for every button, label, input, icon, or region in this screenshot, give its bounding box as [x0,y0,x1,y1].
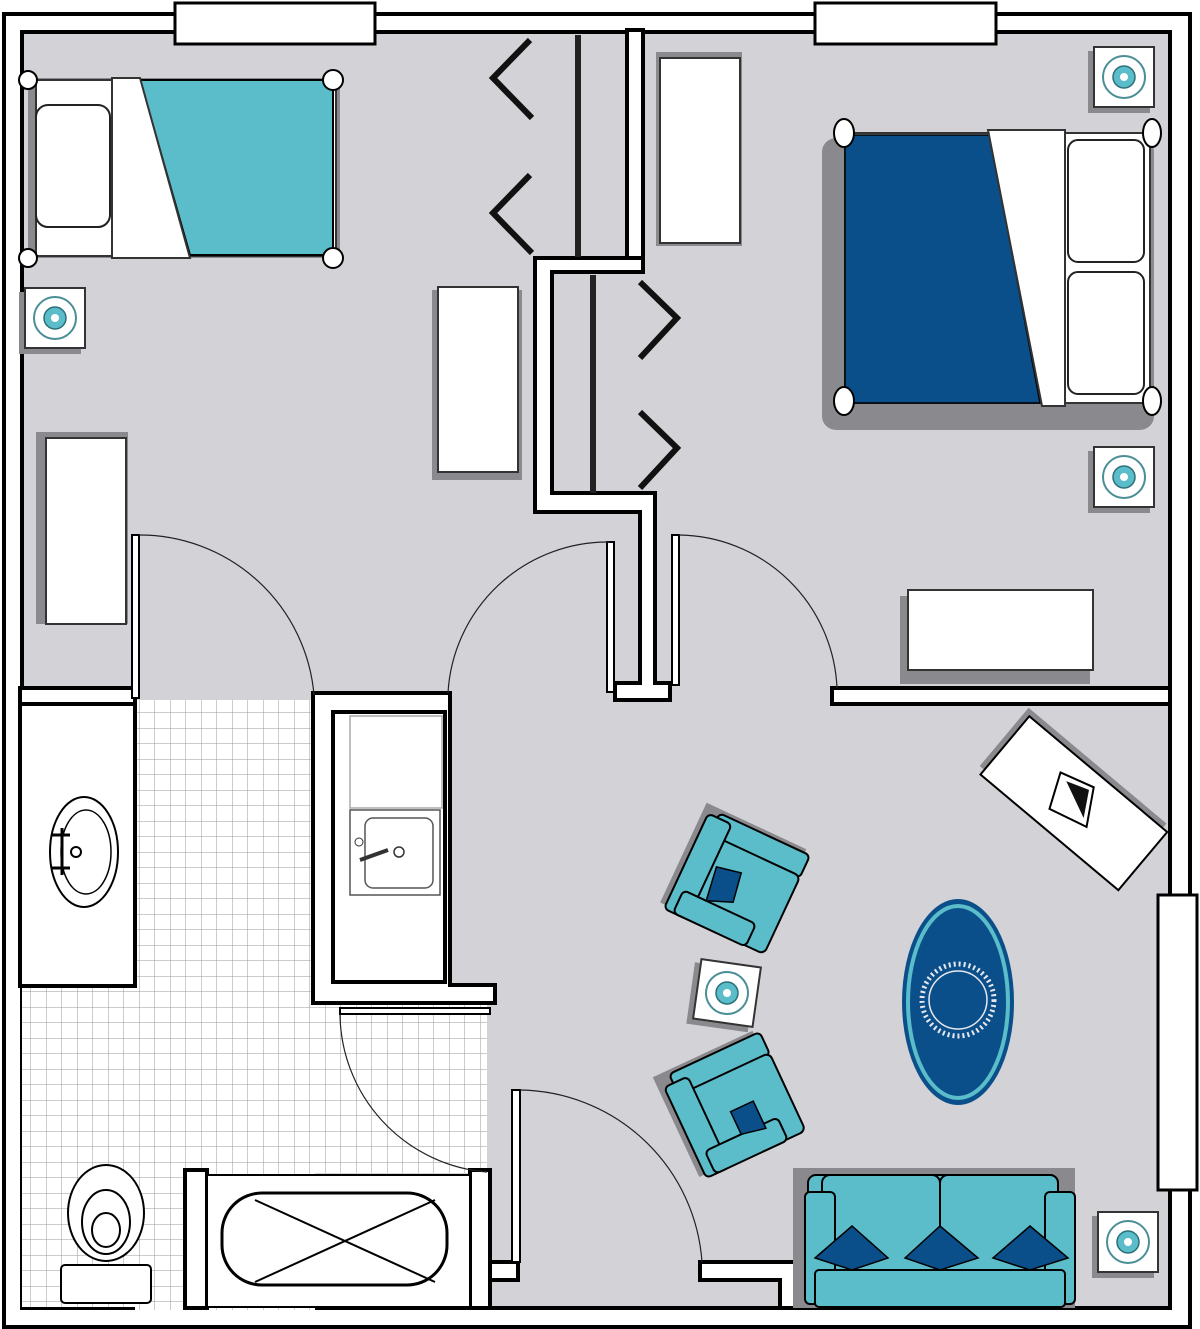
kitchenette-counter [331,710,447,984]
window-icon [173,1,377,46]
door-icon [671,534,838,689]
nightstand-lamp-icon [1087,446,1155,514]
closet-door-icon [637,279,682,491]
door-icon [339,1007,491,1173]
closet-rod [590,275,596,493]
bathtub-icon [206,1174,471,1308]
end-table-lamp-icon [1091,1211,1159,1279]
nightstand-lamp-icon [1087,46,1155,114]
dresser-icon [656,52,742,246]
dresser-icon [36,432,128,625]
entry-door-icon [511,1089,703,1263]
desk-icon [979,707,1169,892]
sofa-icon [793,1168,1076,1308]
dresser-icon [900,589,1094,684]
window-icon [1156,893,1199,1192]
sink-icon [49,796,119,908]
side-table-lamp-icon [685,957,762,1034]
armchair-icon [660,802,810,954]
window-icon [813,1,998,46]
rug-icon [902,899,1014,1105]
toilet-icon [60,1164,152,1304]
armchair-icon [652,1030,805,1178]
nightstand-lamp-icon [18,287,86,355]
bathroom [22,700,487,1310]
door-icon [131,534,315,699]
closet-rod [575,35,581,257]
sink-icon [349,809,441,896]
bed-icon [822,118,1162,430]
dresser-icon [432,286,522,480]
door-icon [447,541,615,694]
closet-door-icon [488,37,535,256]
bed-icon [18,69,344,269]
